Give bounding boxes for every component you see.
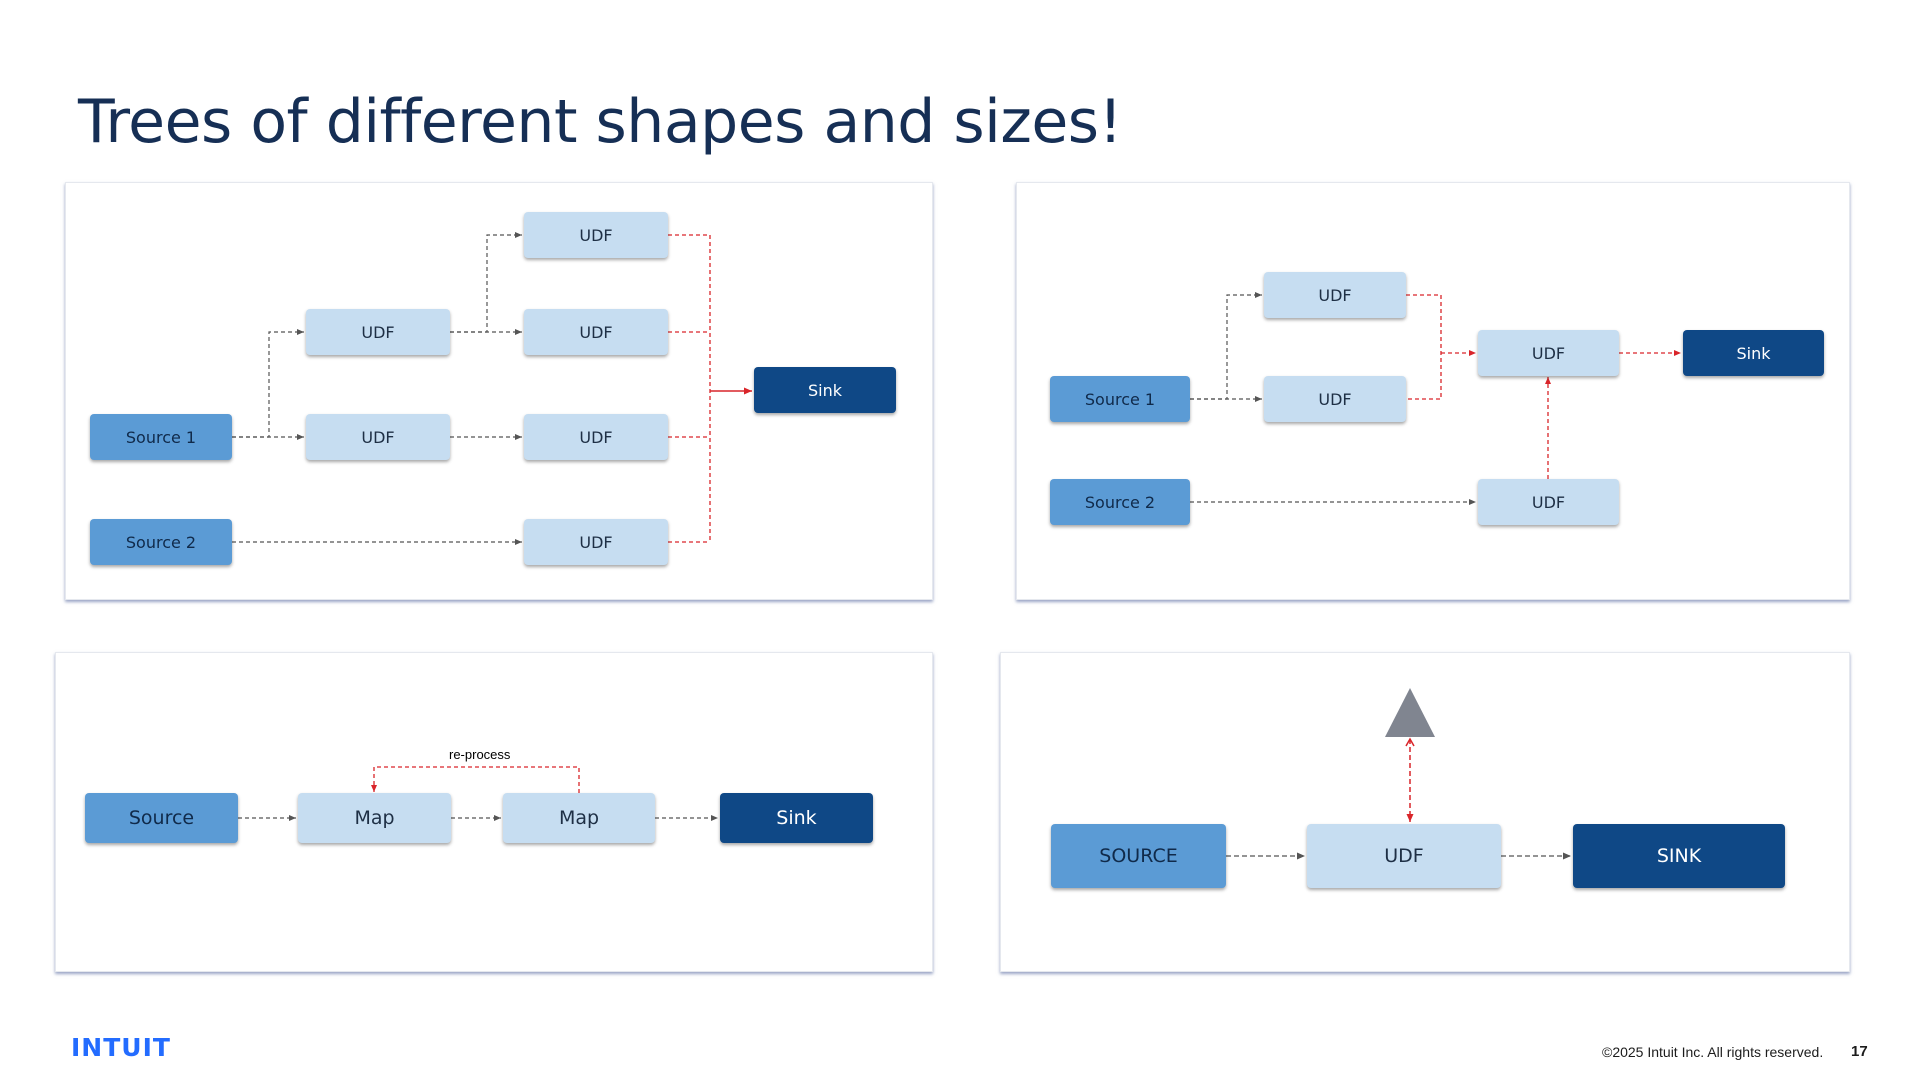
edges-layer	[238, 766, 718, 821]
edge-source1-udf-top	[1190, 292, 1262, 400]
sink-node: Sink	[1683, 330, 1824, 376]
udf-node-mid: UDF	[1264, 376, 1406, 422]
sink-node: Sink	[754, 367, 896, 413]
udf-node-a: UDF	[524, 212, 668, 258]
udf-node: UDF	[1307, 824, 1501, 888]
edge-source1-udf-b	[232, 329, 304, 438]
source-1-node: Source 1	[90, 414, 232, 460]
udf-node-top: UDF	[1264, 272, 1406, 318]
edge-udf-b-udf-a	[450, 232, 522, 333]
diagram-panel-merge: Source 1 Source 2 UDF UDF UDF UDF Sink	[1016, 182, 1850, 600]
source-2-node: Source 2	[1050, 479, 1190, 525]
map-node-2: Map	[503, 793, 655, 843]
diagram-panel-reprocess: re-process Source Map Map Sink	[55, 652, 933, 972]
diagram-panel-simple: SOURCE UDF SINK	[1000, 652, 1850, 972]
udf-node-d: UDF	[306, 414, 450, 460]
edge-udf-up-top-arrow	[1405, 737, 1415, 747]
udf-node-merge: UDF	[1478, 330, 1619, 376]
diagram-panel-fan-in: Source 1 Source 2 UDF UDF UDF UDF UDF UD…	[65, 182, 933, 600]
copyright-text: ©2025 Intuit Inc. All rights reserved.	[1602, 1044, 1824, 1060]
udf-node-c: UDF	[524, 309, 668, 355]
edges-layer	[232, 232, 752, 545]
source-node: SOURCE	[1051, 824, 1226, 888]
page-number: 17	[1851, 1043, 1868, 1060]
edges-layer	[1190, 292, 1681, 505]
merge-edge-udf-top	[1406, 294, 1442, 400]
triangle-icon	[1385, 688, 1435, 737]
merge-edge-udf-a	[668, 234, 711, 542]
intuit-logo: INTUIT	[71, 1033, 171, 1062]
source-1-node: Source 1	[1050, 376, 1190, 422]
sink-node: Sink	[720, 793, 873, 843]
udf-node-e: UDF	[524, 414, 668, 460]
source-node: Source	[85, 793, 238, 843]
udf-node-low: UDF	[1478, 479, 1619, 525]
sink-node: SINK	[1573, 824, 1785, 888]
reprocess-loop-edge	[371, 766, 580, 793]
slide-title: Trees of different shapes and sizes!	[78, 87, 1123, 157]
map-node-1: Map	[298, 793, 451, 843]
reprocess-label: re-process	[449, 747, 511, 762]
udf-node-b: UDF	[306, 309, 450, 355]
udf-node-f: UDF	[524, 519, 668, 565]
edges-layer	[1226, 688, 1571, 860]
source-2-node: Source 2	[90, 519, 232, 565]
